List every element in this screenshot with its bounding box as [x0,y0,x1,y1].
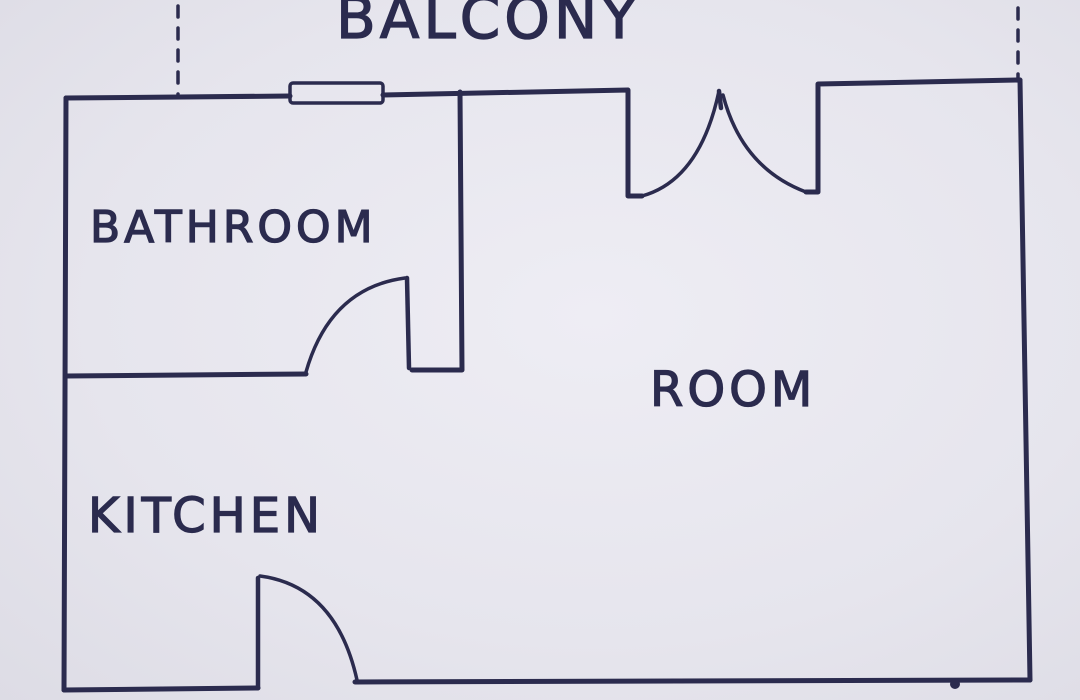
wall-top-middle [380,87,645,199]
bathroom-door-leaf [404,275,412,371]
balcony-door-right-swing [721,93,808,194]
bathroom-door-swing [304,276,407,374]
wall-right [1017,77,1033,683]
entrance-door-swing [258,574,359,682]
kitchen-label: KITCHEN [88,488,324,544]
balcony-door-left-leaf [716,88,724,111]
balcony-door-left-swing [640,89,721,198]
wall-bathroom-right [409,89,465,373]
wall-bottom-right [352,677,1033,685]
bathroom-label: BATHROOM [90,202,377,253]
wall-bottom-left [61,685,261,693]
wall-left [61,95,69,693]
wall-top-bathroom [63,93,293,101]
wall-bathroom-bottom [63,371,309,379]
bathroom-window [288,81,385,105]
wall-bottom-mark [950,679,960,689]
wall-top-right [803,77,1023,195]
room-label: ROOM [650,362,816,418]
balcony-label: BALCONY [336,0,641,52]
